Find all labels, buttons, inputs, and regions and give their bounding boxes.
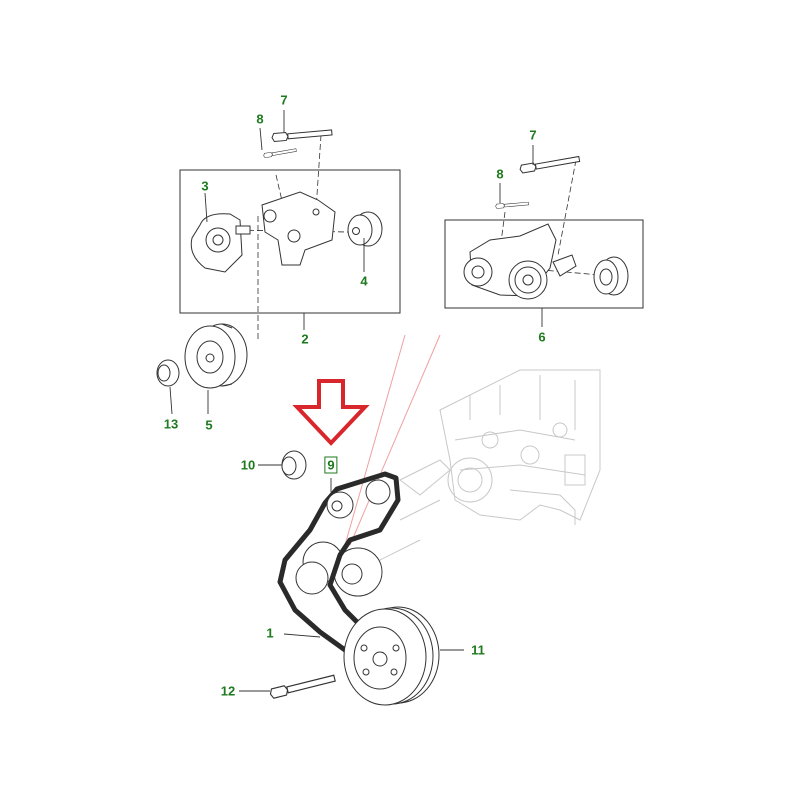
tensioner-bracket	[261, 191, 336, 266]
guide-line-b	[349, 334, 441, 546]
crankshaft-damper-11	[343, 606, 440, 706]
callout-6: 6	[538, 329, 546, 345]
callout-9-highlighted: 9	[324, 456, 338, 474]
guide-line-a	[344, 334, 406, 546]
callout-2: 2	[301, 331, 309, 347]
callout-11: 11	[471, 642, 485, 658]
callout-7-left: 7	[280, 92, 288, 108]
callout-5: 5	[205, 417, 213, 433]
callout-10: 10	[240, 457, 256, 473]
tensioner-6	[463, 223, 577, 300]
dust-cap-10	[281, 450, 307, 480]
assembly-6-box	[444, 219, 644, 309]
pulley-5	[184, 323, 248, 389]
engine-block-outline	[379, 369, 601, 561]
idler-pulley-6	[593, 256, 629, 296]
bolt-12	[268, 672, 337, 700]
callout-8-left: 8	[256, 111, 264, 127]
callout-4: 4	[360, 273, 368, 289]
bolt-8-upper-left	[263, 147, 297, 159]
callout-12: 12	[220, 683, 236, 699]
callout-1: 1	[266, 625, 274, 641]
alternator-pulley	[295, 479, 391, 597]
callout-3: 3	[201, 178, 209, 194]
idler-pulley-9	[326, 491, 354, 519]
guide-lines	[344, 334, 441, 546]
belt-1	[277, 471, 401, 653]
leader-lines	[169, 110, 543, 692]
bolt-7-upper-right	[518, 154, 581, 174]
belt-drive	[277, 471, 440, 706]
down-arrow-icon	[292, 379, 370, 446]
dust-cap-13	[156, 359, 180, 387]
callout-7-right: 7	[529, 127, 537, 143]
tensioner-3	[190, 213, 251, 273]
bolt-7-upper-left	[271, 127, 333, 143]
assembly-2-box	[179, 169, 401, 314]
callout-8-right: 8	[496, 166, 504, 182]
idler-pulley-4	[347, 211, 383, 247]
callout-13: 13	[163, 416, 179, 432]
